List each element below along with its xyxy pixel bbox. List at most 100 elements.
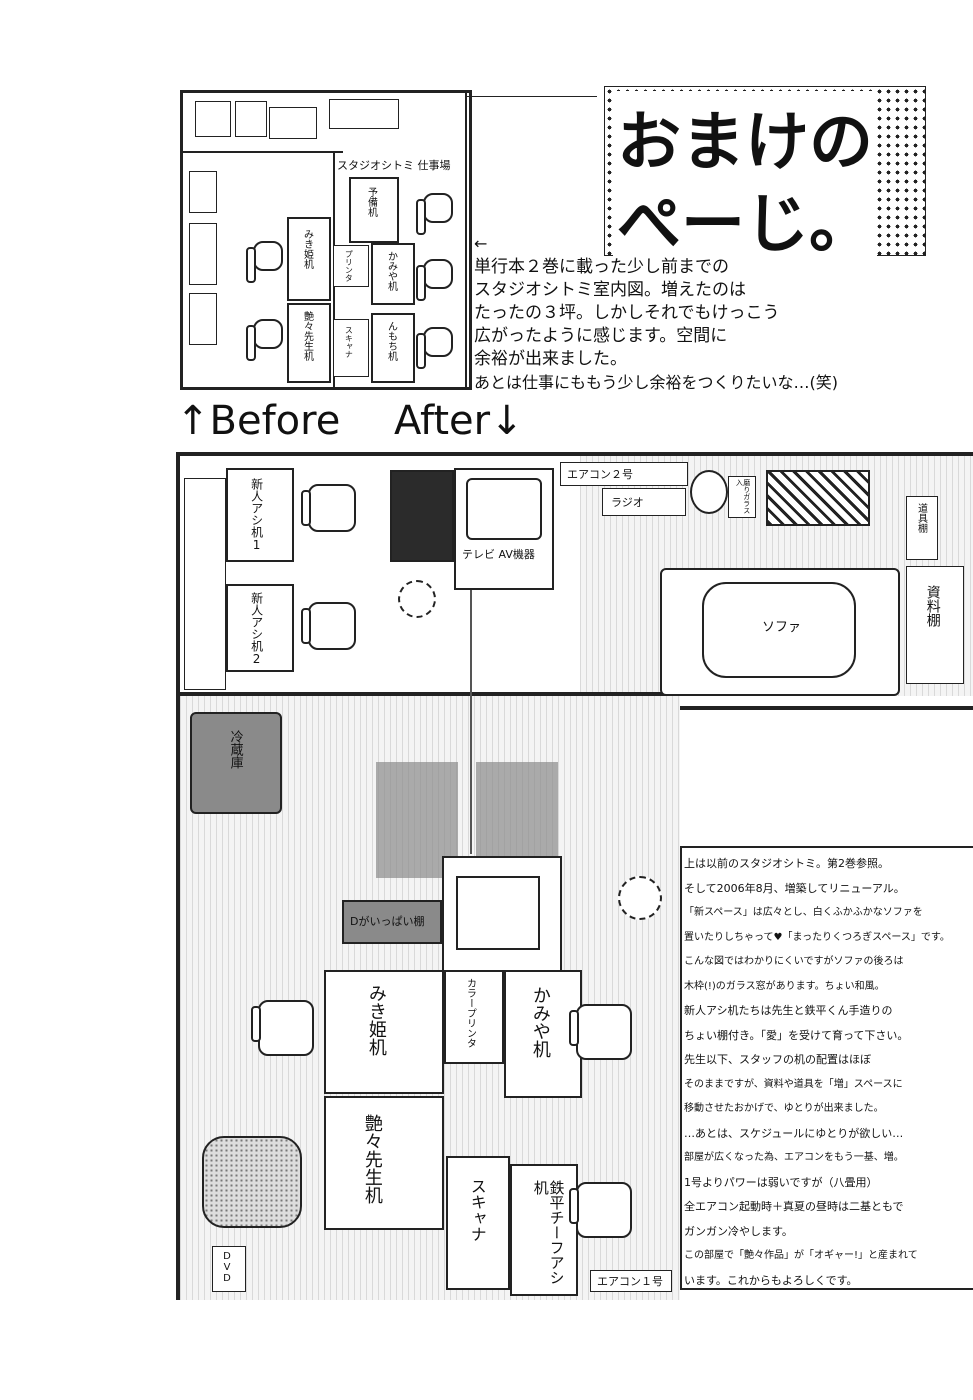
newbie-desk-1-label: 新人アシ机1 [249,478,264,552]
note-line: 木枠(!)のガラス窓があります。ちょい和風。 [684,980,885,992]
newbie-shelf [184,478,226,690]
intro-text: 単行本２巻に載った少し前までの スタジオシトミ室内図。増えたのは たったの３坪。… [474,256,838,394]
doc-shelf: 資料棚 [906,566,964,684]
doc-shelf-label: 資料棚 [924,585,941,627]
before-desk-tsuya: 艶々先生机 [287,303,331,383]
note-line: …あとは、スケジュールにゆとりが欲しい… [684,1126,904,1140]
desk-label: 艶々先生机 [301,311,313,361]
before-right-wall [465,93,467,387]
dvd-box: DVD [212,1246,246,1292]
desk-label: かみや机 [385,251,397,291]
before-desk-miki: みき姫机 [287,217,331,301]
teppei-desk-label: 鉄平チーフアシ机 [531,1180,566,1285]
after-door-line [470,586,472,854]
scanner-label: スキャナ [344,326,354,358]
notes-panel [680,846,973,1290]
after-partition [680,706,973,710]
plant [618,876,662,920]
after-partition [180,692,680,696]
tool-shelf: 道具棚 [906,496,938,560]
radio: ラジオ [602,488,686,516]
tsuya-desk: 艶々先生机 [324,1096,444,1230]
after-label: After↓ [394,398,524,444]
title-line-2: ぺーじ。 [613,173,877,265]
tool-shelf-label: 道具棚 [915,503,927,533]
before-scanner: スキャナ [333,319,369,377]
intro-line: 余裕が出来ました。 [474,349,627,369]
miki-desk: みき姫机 [324,970,444,1094]
tv-label: テレビ AV機器 [462,548,535,561]
note-line: そのままですが、資料や道具を「増」スペースに [684,1078,903,1090]
d-shelf-label: Dがいっぱい棚 [350,915,425,928]
glass-label: 磨りガラス入 [735,479,751,514]
note-line: ちょい棚付き。「愛」を受けて育って下さい。 [684,1028,909,1042]
miki-desk-label: みき姫机 [365,984,387,1056]
copy-machine [442,856,562,972]
note-line: います。これからもよろしくです。 [684,1273,858,1287]
newbie-chair-1 [301,484,356,532]
before-chair [246,241,283,283]
desk-label: んもち机 [385,321,397,361]
sofa: ソファ [660,568,900,696]
before-monitor [235,101,267,137]
before-floor-plan: スタジオシトミ 仕事場 予備机 みき姫机 かみや机 艶々先生机 んもち机 プリン… [180,90,472,390]
note-line: 1号よりパワーは弱いですが（八畳用） [684,1175,878,1189]
before-side-shelf [189,293,217,345]
note-line: 「新スペース」は広々とし、白くふかふかなソファを [684,907,923,918]
before-printer: プリンタ [333,245,369,287]
after-floor-plan: エアコン２号 ラジオ 磨りガラス入 道具棚 資料棚 ソファ 新人アシ机1 新人ア… [176,452,973,1300]
window [766,470,870,526]
before-chair [416,259,453,301]
title-box: おまけの ぺーじ。 [604,86,926,265]
sofa-label: ソファ [762,620,802,635]
aircon-1: エアコン１号 [590,1270,672,1292]
fan-icon [690,470,728,514]
note-line: 先生以下、スタッフの机の配置はほぼ [684,1053,871,1066]
intro-line: あとは仕事にももう少し余裕をつくりたいな…(笑) [474,373,839,392]
miki-chair [251,1000,314,1056]
arrow-left: ← [474,234,488,253]
note-line: 新人アシ机たちは先生と鉄平くん手造りの [684,1004,893,1017]
copy-machine-tray [456,876,540,950]
before-desk-kamiya: かみや机 [371,243,415,305]
intro-line: たったの３坪。しかしそれでもけっこう [474,303,780,323]
aircon-2: エアコン２号 [560,462,688,486]
before-chair [416,193,453,235]
tv-av-unit: テレビ AV機器 [454,468,554,590]
before-chair [246,319,283,361]
note-line: 移動させたおかげで、ゆとりが出来ました。 [684,1103,884,1114]
before-side-shelf [189,171,217,213]
printer-label: プリンタ [344,250,354,282]
radio-label: ラジオ [611,496,644,509]
note-line: 上は以前のスタジオシトミ。第2巻参照。 [684,857,889,870]
tv-screen [466,478,542,540]
before-desk-yobi: 予備机 [349,177,399,243]
newbie-desk-2-label: 新人アシ机2 [249,592,264,666]
teppei-chair [569,1182,632,1238]
notes-text: 上は以前のスタジオシトミ。第2巻参照。 そして2006年8月、増築してリニューア… [684,852,968,1293]
sofa-cushion [702,582,856,678]
intro-line: スタジオシトミ室内図。増えたのは [474,280,746,300]
newbie-desk-1: 新人アシ机1 [226,468,294,562]
before-side-shelf [189,223,217,285]
before-desk-nmochi: んもち机 [371,313,415,383]
plant [398,580,436,618]
before-wall [183,151,343,153]
glass-box: 磨りガラス入 [728,476,756,518]
scanner: スキャナ [446,1156,510,1290]
desk-label: 予備机 [365,187,377,217]
note-line: そして2006年8月、増築してリニューアル。 [684,881,905,895]
note-line: ガンガン冷やします。 [684,1224,793,1238]
printer-label: カラープリンタ [464,978,476,1048]
note-line: 全エアコン起動時＋真夏の昼時は二基ともで [684,1200,904,1213]
note-line: 置いたりしちゃって♥「まったりくつろぎスペース」です。 [684,931,950,943]
desk-label: みき姫机 [301,229,313,269]
before-monitor [195,101,231,137]
before-desk-top [269,107,317,139]
before-label: ↑Before [176,398,341,444]
d-shelf: Dがいっぱい棚 [342,900,442,944]
black-cabinet [390,470,454,562]
printer: カラープリンタ [444,970,504,1064]
title-line-1: おまけの [613,91,877,183]
kamiya-chair [569,1004,632,1060]
